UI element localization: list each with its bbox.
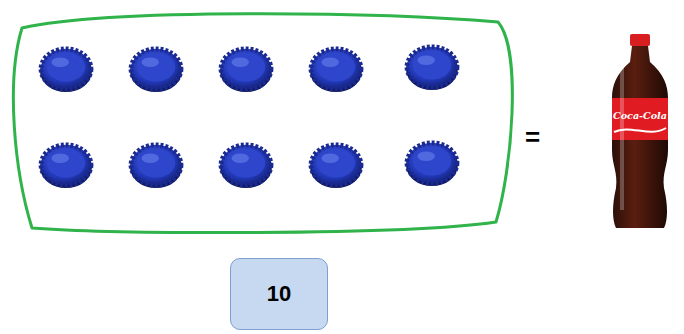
bottle-caps <box>40 47 458 188</box>
hand-drawn-loop <box>13 14 512 233</box>
number-box: 10 <box>230 258 328 330</box>
number-text: 10 <box>267 281 291 307</box>
equals-sign: = <box>525 122 540 153</box>
logo-text: Coca-Cola <box>613 110 667 121</box>
cola-bottle <box>612 34 668 228</box>
